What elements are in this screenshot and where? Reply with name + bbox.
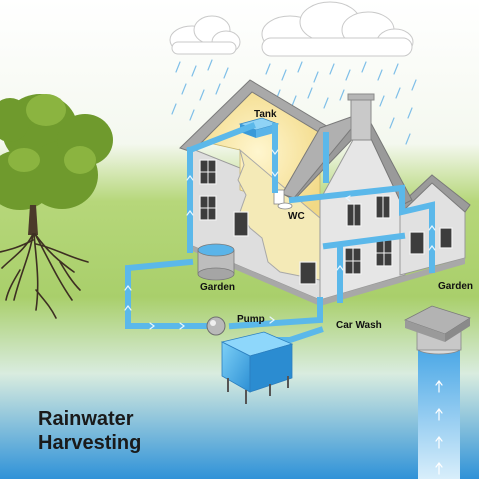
pump-icon (206, 316, 226, 336)
label-pump: Pump (237, 314, 265, 325)
house (179, 79, 471, 306)
label-garden-left: Garden (200, 282, 236, 293)
title-line-2: Harvesting (38, 432, 142, 454)
cloud-large (261, 1, 414, 57)
title-line-1: Rainwater (38, 408, 134, 430)
diagram-title: Rainwater Harvesting (38, 407, 141, 455)
well-icon (403, 305, 471, 479)
cloud-small (169, 15, 241, 55)
label-car-wash: Car Wash (336, 320, 382, 331)
label-garden-right: Garden (438, 281, 474, 292)
garden-water-butt-icon (197, 243, 235, 281)
label-wc: WC (288, 211, 305, 222)
underground-tank-icon (220, 331, 294, 404)
wc-toilet-icon (273, 189, 293, 210)
tree (0, 94, 113, 319)
label-tank: Tank (254, 109, 277, 120)
flow-arrows (124, 149, 436, 330)
